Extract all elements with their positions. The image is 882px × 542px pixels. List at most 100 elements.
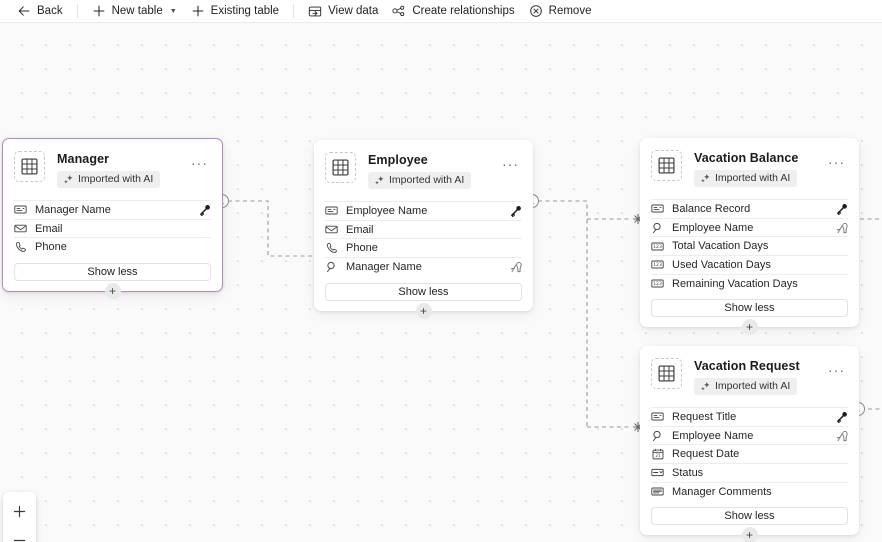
add-field-button[interactable]: + bbox=[741, 527, 758, 542]
field-row[interactable]: Employee Name bbox=[651, 217, 848, 237]
ai-sparkle-icon bbox=[700, 381, 711, 392]
table-overflow-menu-button[interactable]: ··· bbox=[828, 154, 845, 170]
table-grid-icon bbox=[651, 358, 682, 389]
table-title: Manager bbox=[57, 152, 110, 166]
field-label: Request Title bbox=[672, 410, 737, 423]
toolbar-create-rel-label: Create relationships bbox=[412, 5, 515, 17]
field-row[interactable]: Email bbox=[325, 219, 522, 239]
multiline-field-icon bbox=[651, 485, 664, 498]
zoom-controls bbox=[3, 492, 36, 542]
lookup-field-icon bbox=[651, 429, 664, 442]
ai-badge-label: Imported with AI bbox=[389, 174, 465, 186]
show-less-button[interactable]: Show less bbox=[651, 299, 848, 318]
zoom-out-button[interactable] bbox=[3, 526, 36, 542]
toolbar-existing-button[interactable]: Existing table bbox=[184, 0, 286, 22]
command-toolbar: Back New table ▼ Existing table View data Cre… bbox=[0, 0, 882, 23]
text-field-icon bbox=[14, 203, 27, 216]
lookup-marker-icon bbox=[510, 261, 522, 273]
field-row[interactable]: Request Title bbox=[651, 407, 848, 426]
plus-icon bbox=[191, 4, 205, 18]
table-title: Vacation Request bbox=[694, 359, 800, 373]
field-row[interactable]: Manager Comments bbox=[651, 481, 848, 501]
text-field-icon bbox=[651, 410, 664, 423]
toolbar-view-data-label: View data bbox=[328, 5, 379, 17]
field-label: Used Vacation Days bbox=[672, 258, 771, 271]
number-field-icon: 123 bbox=[651, 277, 664, 290]
lookup-field-icon bbox=[651, 221, 664, 234]
field-label: Email bbox=[346, 223, 374, 236]
key-icon bbox=[510, 205, 522, 217]
lookup-marker-icon bbox=[836, 222, 848, 234]
show-less-button[interactable]: Show less bbox=[325, 282, 522, 301]
svg-text:123: 123 bbox=[653, 263, 662, 269]
remove-circle-icon bbox=[529, 4, 543, 18]
imported-with-ai-badge: Imported with AI bbox=[694, 378, 798, 395]
toolbar-create-rel-button[interactable]: Create relationships bbox=[385, 0, 521, 22]
text-field-icon bbox=[325, 204, 338, 217]
toolbar-remove-button[interactable]: Remove bbox=[522, 0, 599, 22]
ai-badge-label: Imported with AI bbox=[78, 173, 154, 185]
ai-badge-label: Imported with AI bbox=[715, 172, 791, 184]
ai-sparkle-icon bbox=[63, 174, 74, 185]
field-label: Remaining Vacation Days bbox=[672, 277, 798, 290]
table-overflow-menu-button[interactable]: ··· bbox=[502, 156, 519, 172]
field-row[interactable]: 123 Used Vacation Days bbox=[651, 255, 848, 274]
field-row[interactable]: Manager Name bbox=[14, 200, 211, 219]
number-field-icon: 123 bbox=[651, 258, 664, 271]
toolbar-view-data-button[interactable]: View data bbox=[301, 0, 385, 22]
number-field-icon: 123 bbox=[651, 240, 664, 253]
chevron-down-icon: ▼ bbox=[169, 7, 177, 15]
toolbar-existing-label: Existing table bbox=[210, 5, 280, 17]
field-row[interactable]: 123 Remaining Vacation Days bbox=[651, 273, 848, 293]
add-field-button[interactable]: + bbox=[104, 283, 121, 300]
field-row[interactable]: Phone bbox=[14, 237, 211, 256]
toolbar-separator bbox=[293, 4, 295, 18]
field-label: Manager Comments bbox=[672, 485, 772, 498]
zoom-in-button[interactable] bbox=[3, 497, 36, 526]
relationships-icon bbox=[392, 4, 406, 18]
field-label: Status bbox=[672, 466, 704, 479]
ai-badge-label: Imported with AI bbox=[715, 380, 791, 392]
table-title: Vacation Balance bbox=[694, 151, 799, 165]
field-row[interactable]: Manager Name bbox=[325, 257, 522, 276]
table-grid-icon bbox=[651, 150, 682, 181]
show-less-button[interactable]: Show less bbox=[651, 507, 848, 526]
date-field-icon: 21 bbox=[651, 448, 664, 461]
add-field-button[interactable]: + bbox=[741, 319, 758, 336]
imported-with-ai-badge: Imported with AI bbox=[368, 172, 472, 189]
field-row[interactable]: Employee Name bbox=[651, 425, 848, 445]
phone-field-icon bbox=[14, 241, 27, 254]
field-label: Employee Name bbox=[672, 221, 754, 234]
toolbar-back-button[interactable]: Back bbox=[10, 0, 70, 22]
field-row[interactable]: Status bbox=[651, 463, 848, 482]
field-label: Email bbox=[35, 222, 63, 235]
imported-with-ai-badge: Imported with AI bbox=[57, 171, 161, 188]
table-overflow-menu-button[interactable]: ··· bbox=[828, 362, 845, 378]
show-less-button[interactable]: Show less bbox=[14, 263, 211, 282]
field-row[interactable]: Balance Record bbox=[651, 199, 848, 218]
plus-icon bbox=[92, 4, 106, 18]
table-overflow-menu-button[interactable]: ··· bbox=[191, 155, 208, 171]
choice-field-icon bbox=[651, 466, 664, 479]
field-row[interactable]: Email bbox=[14, 218, 211, 238]
connector-manager-employee bbox=[228, 200, 318, 257]
field-row[interactable]: Phone bbox=[325, 238, 522, 257]
toolbar-new-table-button[interactable]: New table ▼ bbox=[85, 0, 184, 22]
toolbar-new-table-label: New table bbox=[111, 5, 163, 17]
field-label: Phone bbox=[346, 242, 378, 255]
lookup-marker-icon bbox=[836, 430, 848, 442]
field-row[interactable]: Employee Name bbox=[325, 201, 522, 220]
add-field-button[interactable]: + bbox=[415, 302, 432, 319]
